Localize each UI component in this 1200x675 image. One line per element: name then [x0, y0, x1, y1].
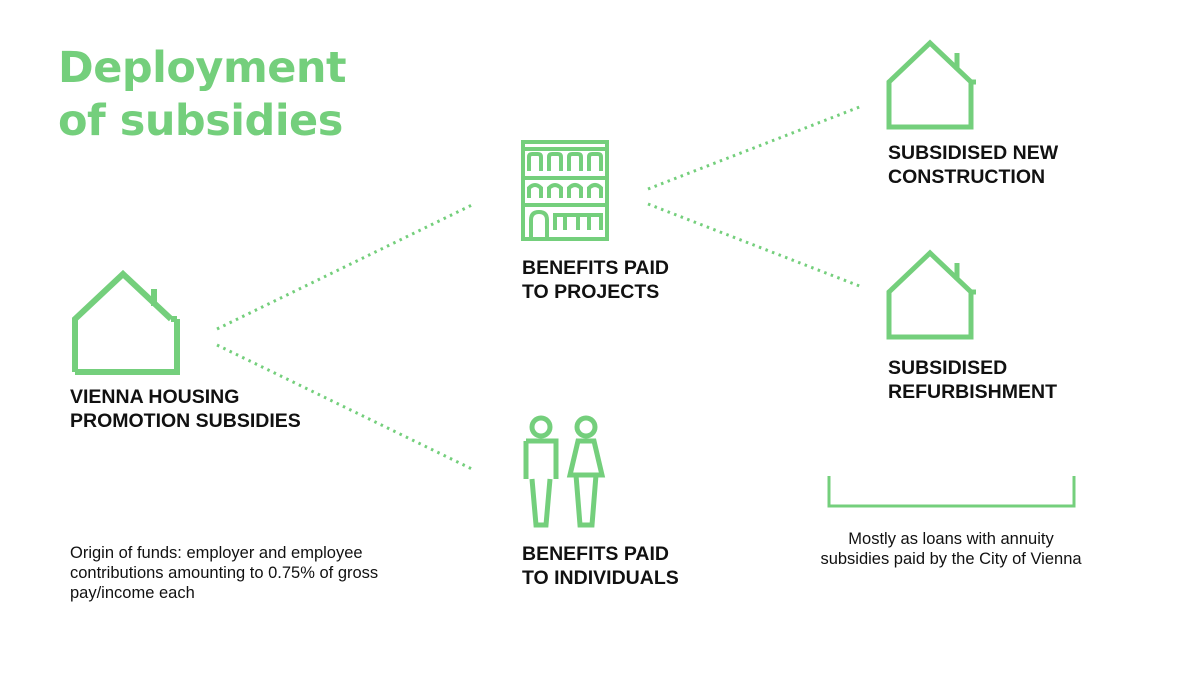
- projects-label-line-1: BENEFITS PAID: [522, 257, 669, 279]
- loans-note: Mostly as loans with annuity subsidies p…: [791, 529, 1111, 569]
- refurbishment-label: SUBSIDISED REFURBISHMENT: [888, 356, 1057, 404]
- refurbishment-label-line-1: SUBSIDISED: [888, 357, 1008, 379]
- new-construction-label: SUBSIDISED NEW CONSTRUCTION: [888, 141, 1058, 189]
- house-icon: [886, 249, 976, 340]
- source-note-line-3: pay/income each: [70, 584, 195, 602]
- source-funds-note: Origin of funds: employer and employee c…: [70, 543, 378, 603]
- refurbishment-label-line-2: REFURBISHMENT: [888, 381, 1057, 403]
- loans-note-line-1: Mostly as loans with annuity: [848, 530, 1054, 548]
- house-icon: [72, 269, 180, 375]
- individuals-label: BENEFITS PAID TO INDIVIDUALS: [522, 542, 679, 590]
- connector-projects-to-refurbishment: [647, 202, 863, 289]
- new-construction-label-line-2: CONSTRUCTION: [888, 166, 1046, 188]
- individuals-label-line-2: TO INDIVIDUALS: [522, 567, 679, 589]
- apartment-building-icon: [521, 140, 609, 241]
- connector-projects-to-new-construction: [647, 104, 863, 191]
- source-label-line-2: PROMOTION SUBSIDIES: [70, 410, 301, 432]
- connector-source-to-projects: [216, 202, 475, 331]
- projects-label-line-2: TO PROJECTS: [522, 281, 660, 303]
- bracket: [827, 476, 1076, 508]
- connector-source-to-individuals: [216, 343, 475, 472]
- projects-label: BENEFITS PAID TO PROJECTS: [522, 256, 669, 304]
- title-line-2: of subsidies: [58, 96, 343, 146]
- source-label: VIENNA HOUSING PROMOTION SUBSIDIES: [70, 385, 301, 433]
- page-title: Deployment of subsidies: [58, 42, 347, 148]
- loans-note-line-2: subsidies paid by the City of Vienna: [820, 550, 1082, 568]
- house-icon: [886, 39, 976, 130]
- individuals-label-line-1: BENEFITS PAID: [522, 543, 669, 565]
- source-label-line-1: VIENNA HOUSING: [70, 386, 240, 408]
- source-note-line-2: contributions amounting to 0.75% of gros…: [70, 564, 379, 582]
- people-icon: [523, 415, 606, 528]
- source-note-line-1: Origin of funds: employer and employee: [70, 544, 363, 562]
- title-line-1: Deployment: [58, 43, 347, 93]
- new-construction-label-line-1: SUBSIDISED NEW: [888, 142, 1059, 164]
